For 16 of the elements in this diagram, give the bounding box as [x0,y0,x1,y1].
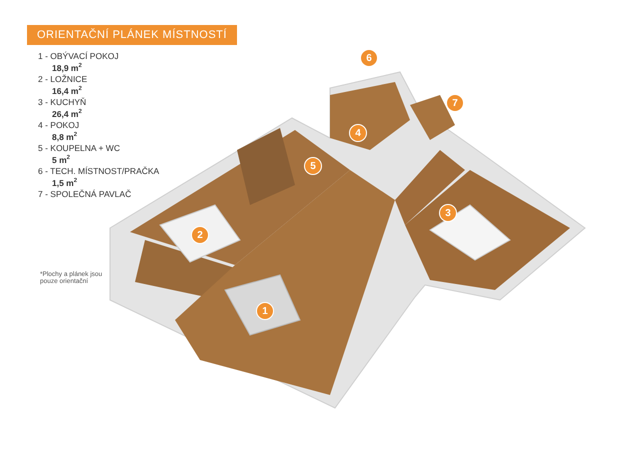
room-area: 26,4 m$^{2}$ [52,110,82,118]
room-area: 1,5 m$^{2}$ [52,178,78,187]
room-number-marker: 7 [446,94,464,112]
room-area: 18,9 m$^{2}$ [52,64,82,72]
room-name: 5 - KOUPELNA + WC [38,144,120,152]
room-name: 1 - OBÝVACÍ POKOJ [38,52,119,60]
room-name: 6 - TECH. MÍSTNOST/PRAČKA [38,167,160,176]
room-number-marker: 6 [360,49,378,67]
room-name: 4 - POKOJ [38,121,80,130]
room-name: 7 - SPOLEČNÁ PAVLAČ [38,190,132,198]
room-name: 3 - KUCHYŇ [38,98,86,106]
room-area: 8,8 m$^{2}$ [52,132,78,141]
title-banner: ORIENTAČNÍ PLÁNEK MÍSTNOSTÍ [27,25,237,45]
room-area: 5 m$^{2}$ [52,156,70,164]
room-area: 16,4 m$^{2}$ [52,86,82,95]
room-name: 2 - LOŽNICE [38,75,88,84]
